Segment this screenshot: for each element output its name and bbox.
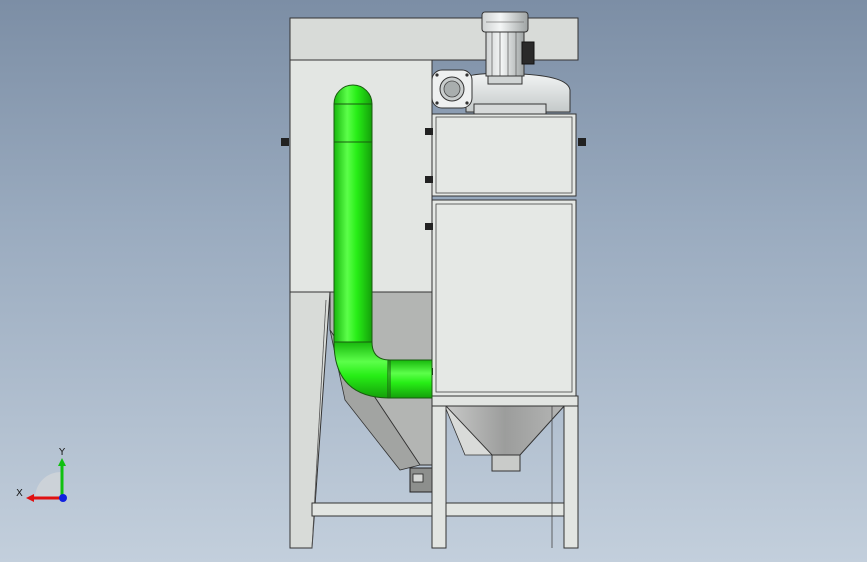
latch-icon <box>425 128 433 135</box>
hopper-valve <box>409 467 433 493</box>
collector-upper-box <box>431 113 577 197</box>
hopper-outlet <box>491 454 521 472</box>
latch-icon <box>425 176 433 183</box>
duct-top-cap <box>333 84 373 105</box>
motor <box>481 11 535 85</box>
fan-base <box>473 103 547 115</box>
booth-bottom-bar <box>311 502 433 517</box>
z-axis-dot <box>59 494 67 502</box>
collector-bottom-bar <box>445 502 565 517</box>
fan-inlet-flange <box>431 69 473 109</box>
y-axis-label: Y <box>58 447 66 458</box>
knob-icon <box>281 138 289 146</box>
collector-left-leg <box>431 395 447 549</box>
collector-lower-inner <box>435 203 573 393</box>
orientation-triad: X Y <box>16 447 67 502</box>
collector-upper-inner <box>435 116 573 194</box>
fan-assembly[interactable] <box>431 11 571 115</box>
triad-plane <box>34 471 62 498</box>
duct-horizontal <box>387 359 433 399</box>
y-axis-arrow-icon <box>58 458 66 466</box>
x-axis-label: X <box>16 488 23 499</box>
green-duct[interactable] <box>333 84 433 399</box>
hopper-left-face <box>443 403 493 456</box>
x-axis-arrow-icon <box>26 494 34 502</box>
collector-lower-box <box>431 199 577 397</box>
booth-top-band <box>289 17 579 61</box>
knob-icon <box>578 138 586 146</box>
collector-cabinet[interactable] <box>425 113 579 549</box>
collector-top-frame <box>431 395 579 407</box>
collector-right-leg <box>563 395 579 549</box>
duct-vertical <box>333 103 373 343</box>
latch-icon <box>425 223 433 230</box>
